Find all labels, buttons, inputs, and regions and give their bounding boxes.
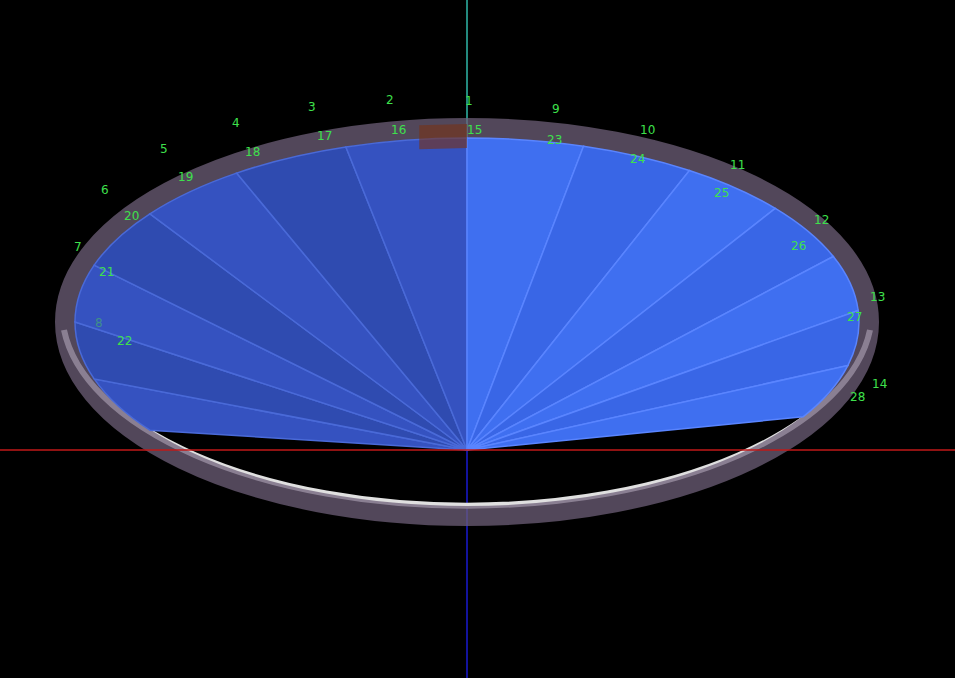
callout-number: 11: [730, 158, 745, 172]
callout-number: 26: [791, 239, 806, 253]
callout-number: 15: [467, 123, 482, 137]
callout-number: 10: [640, 123, 655, 137]
fan-wedge: [467, 311, 859, 451]
dark-rim: [65, 128, 869, 516]
callout-number: 9: [552, 102, 560, 116]
fan-wedge: [467, 366, 848, 450]
callout-number: 25: [714, 186, 729, 200]
callout-number: 21: [99, 265, 114, 279]
callout-number: 7: [74, 240, 82, 254]
callout-number: 5: [160, 142, 168, 156]
rim-tint: [419, 124, 467, 149]
callout-number: 8: [95, 316, 103, 330]
callout-number: 20: [124, 209, 139, 223]
callout-number: 14: [872, 377, 887, 391]
callout-number: 12: [814, 213, 829, 227]
callout-number: 23: [547, 133, 562, 147]
callout-number: 1: [465, 94, 473, 108]
callout-number: 19: [178, 170, 193, 184]
callout-number: 4: [232, 116, 240, 130]
callout-number: 27: [847, 310, 862, 324]
callout-number: 22: [117, 334, 132, 348]
x-axis: [0, 449, 955, 451]
fan-wedge: [346, 138, 467, 450]
callout-number: 3: [308, 100, 316, 114]
callout-number: 28: [850, 390, 865, 404]
callout-number: 18: [245, 145, 260, 159]
fan-wedges: [75, 124, 859, 450]
callout-number: 2: [386, 93, 394, 107]
callout-number: 13: [870, 290, 885, 304]
callout-number: 16: [391, 123, 406, 137]
callout-number: 24: [630, 152, 645, 166]
z-axis: [466, 450, 468, 678]
callout-number: 17: [317, 129, 332, 143]
fan-wedge: [467, 257, 858, 451]
callout-number: 6: [101, 183, 109, 197]
